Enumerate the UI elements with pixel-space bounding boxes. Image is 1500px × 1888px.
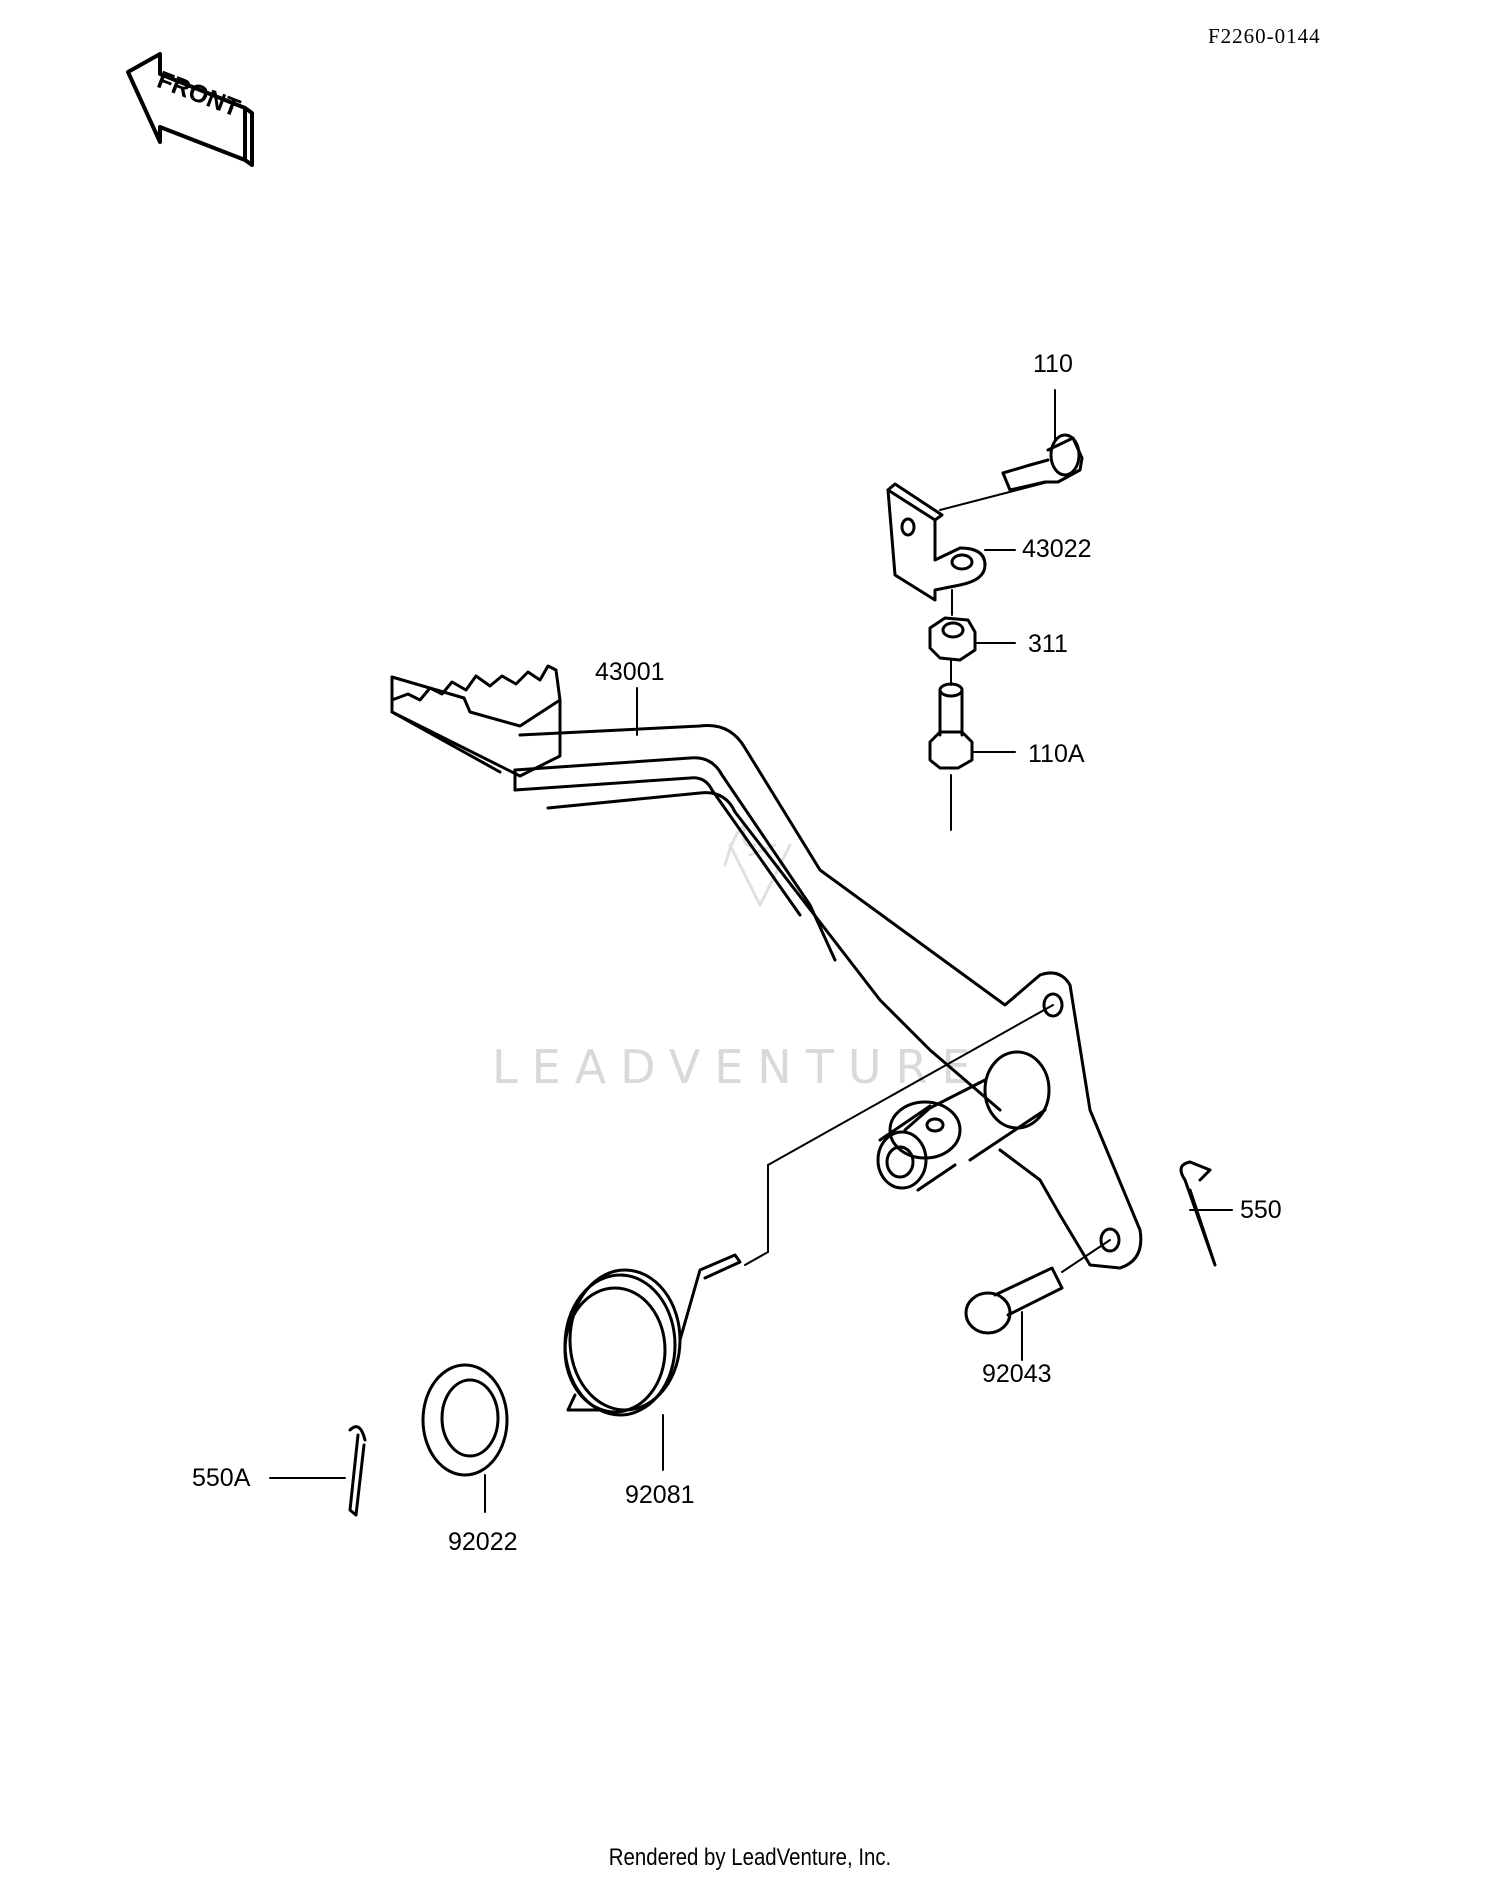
footer-credit: Rendered by LeadVenture, Inc.: [608, 1844, 892, 1871]
callout-92081: 92081: [625, 1481, 695, 1509]
front-arrow-icon: FRONT: [126, 52, 254, 167]
callout-43022: 43022: [1022, 535, 1092, 563]
bolt-110A: [928, 682, 974, 770]
callout-110: 110: [1033, 350, 1073, 378]
callout-92043: 92043: [982, 1360, 1052, 1388]
leadventure-watermark: LEADVENTURE: [492, 823, 985, 1094]
brake-pedal-43001: [390, 664, 1143, 1270]
watermark-text: LEADVENTURE: [492, 1040, 985, 1094]
front-arrow-label: FRONT: [153, 66, 243, 123]
callout-311: 311: [1028, 630, 1068, 658]
cotter-pin-550A: [348, 1425, 367, 1517]
bracket-43022: [886, 482, 987, 602]
callout-550: 550: [1240, 1196, 1282, 1224]
bolt-110: [1001, 433, 1084, 492]
callout-92022: 92022: [448, 1528, 518, 1556]
clevis-pin-92043: [964, 1266, 1064, 1335]
callout-550A: 550A: [192, 1464, 251, 1492]
diagram-code: F2260-0144: [1208, 24, 1321, 48]
cotter-pin-550: [1179, 1160, 1217, 1267]
washer-92022: [421, 1363, 509, 1477]
torsion-spring-92081: [563, 1253, 742, 1417]
callout-43001: 43001: [595, 658, 665, 686]
nut-311: [928, 616, 977, 662]
callout-110A: 110A: [1028, 740, 1085, 768]
leader-lines: [269, 389, 1233, 1513]
